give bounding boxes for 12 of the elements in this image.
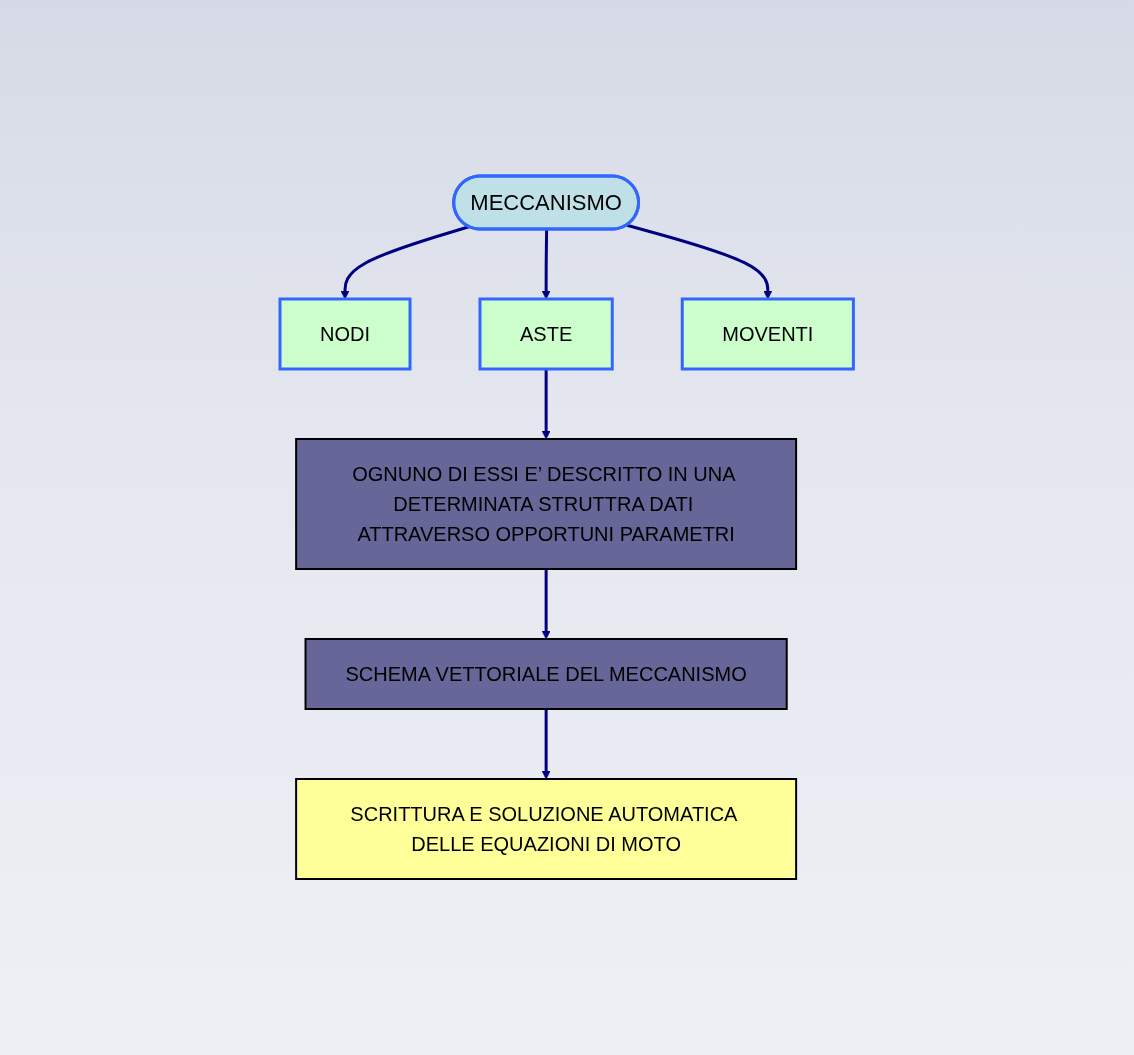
arrow <box>542 709 551 780</box>
node-box: ASTE <box>478 297 615 371</box>
node-box: SCHEMA VETTORIALE DEL MECCANISMO <box>304 638 789 710</box>
node-box: NODI <box>278 297 412 371</box>
node-box: MOVENTI <box>681 297 856 371</box>
node-box: SCRITTURA E SOLUZIONE AUTOMATICA DELLE EQUAZIONI DI MOTO <box>295 778 798 880</box>
arrow <box>542 369 551 440</box>
arrow <box>542 569 551 640</box>
arrow <box>542 229 551 300</box>
arrow <box>340 225 470 300</box>
arrow <box>626 223 773 300</box>
node-box: OGNUNO DI ESSI E’ DESCRITTO IN UNA DETERMINATA STRUTTRA DATI ATTRAVERSO OPPORTUNI PARAMETRI <box>295 438 798 570</box>
